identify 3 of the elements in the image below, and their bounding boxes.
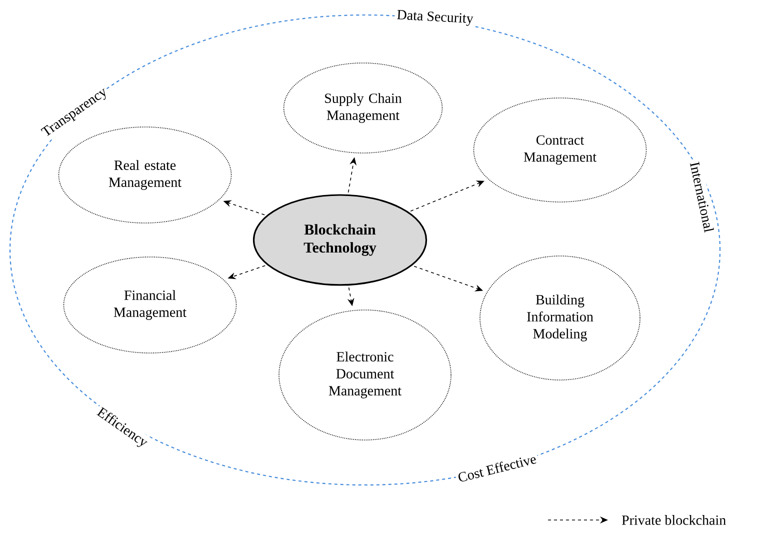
boundary-label: Data Security bbox=[394, 8, 476, 28]
legend-label: Private blockchain bbox=[622, 515, 726, 525]
boundary-label: Cost Effective bbox=[454, 451, 540, 485]
